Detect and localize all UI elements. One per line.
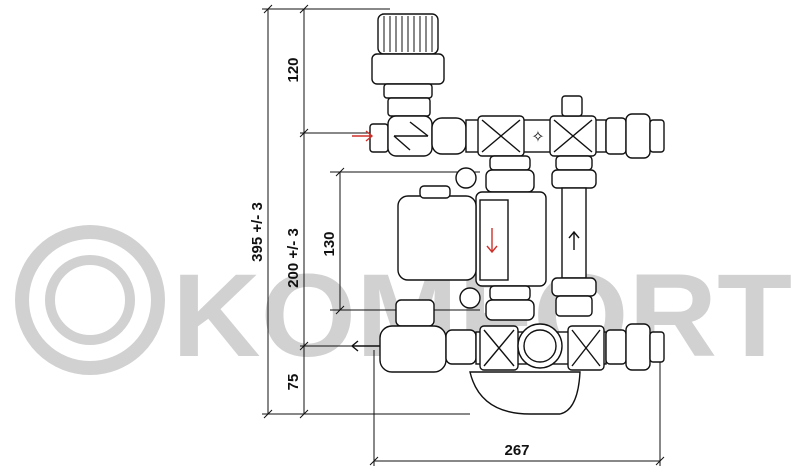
dim-thermostat-height: 120 xyxy=(285,57,302,82)
supply-flow-arrow xyxy=(352,130,374,142)
return-flow-arrow xyxy=(350,340,380,352)
svg-text:✧: ✧ xyxy=(531,129,544,146)
flow-arrows xyxy=(350,130,580,352)
dim-total-height: 395 +/- 3 xyxy=(249,202,266,262)
dimension-lines xyxy=(262,4,665,466)
bypass-flow-arrow xyxy=(568,230,580,250)
mixing-unit-drawing: ✧ xyxy=(369,13,665,415)
watermark-logo-outer-ring xyxy=(15,225,165,375)
thermostatic-head xyxy=(371,13,445,117)
pump-flow-arrow xyxy=(486,228,498,254)
pump-motor xyxy=(397,167,481,309)
dim-bottom-height: 75 xyxy=(285,374,302,391)
bottom-manifold xyxy=(379,299,665,415)
watermark-logo-inner-ring xyxy=(45,255,135,345)
top-left-valve xyxy=(369,115,467,157)
dim-manifold-spacing: 200 +/- 3 xyxy=(285,228,302,288)
dim-total-width: 267 xyxy=(504,442,529,459)
dim-pump-height: 130 xyxy=(321,231,338,256)
bypass-tube xyxy=(551,155,597,317)
top-manifold: ✧ xyxy=(465,95,665,159)
pump-column xyxy=(475,155,547,321)
